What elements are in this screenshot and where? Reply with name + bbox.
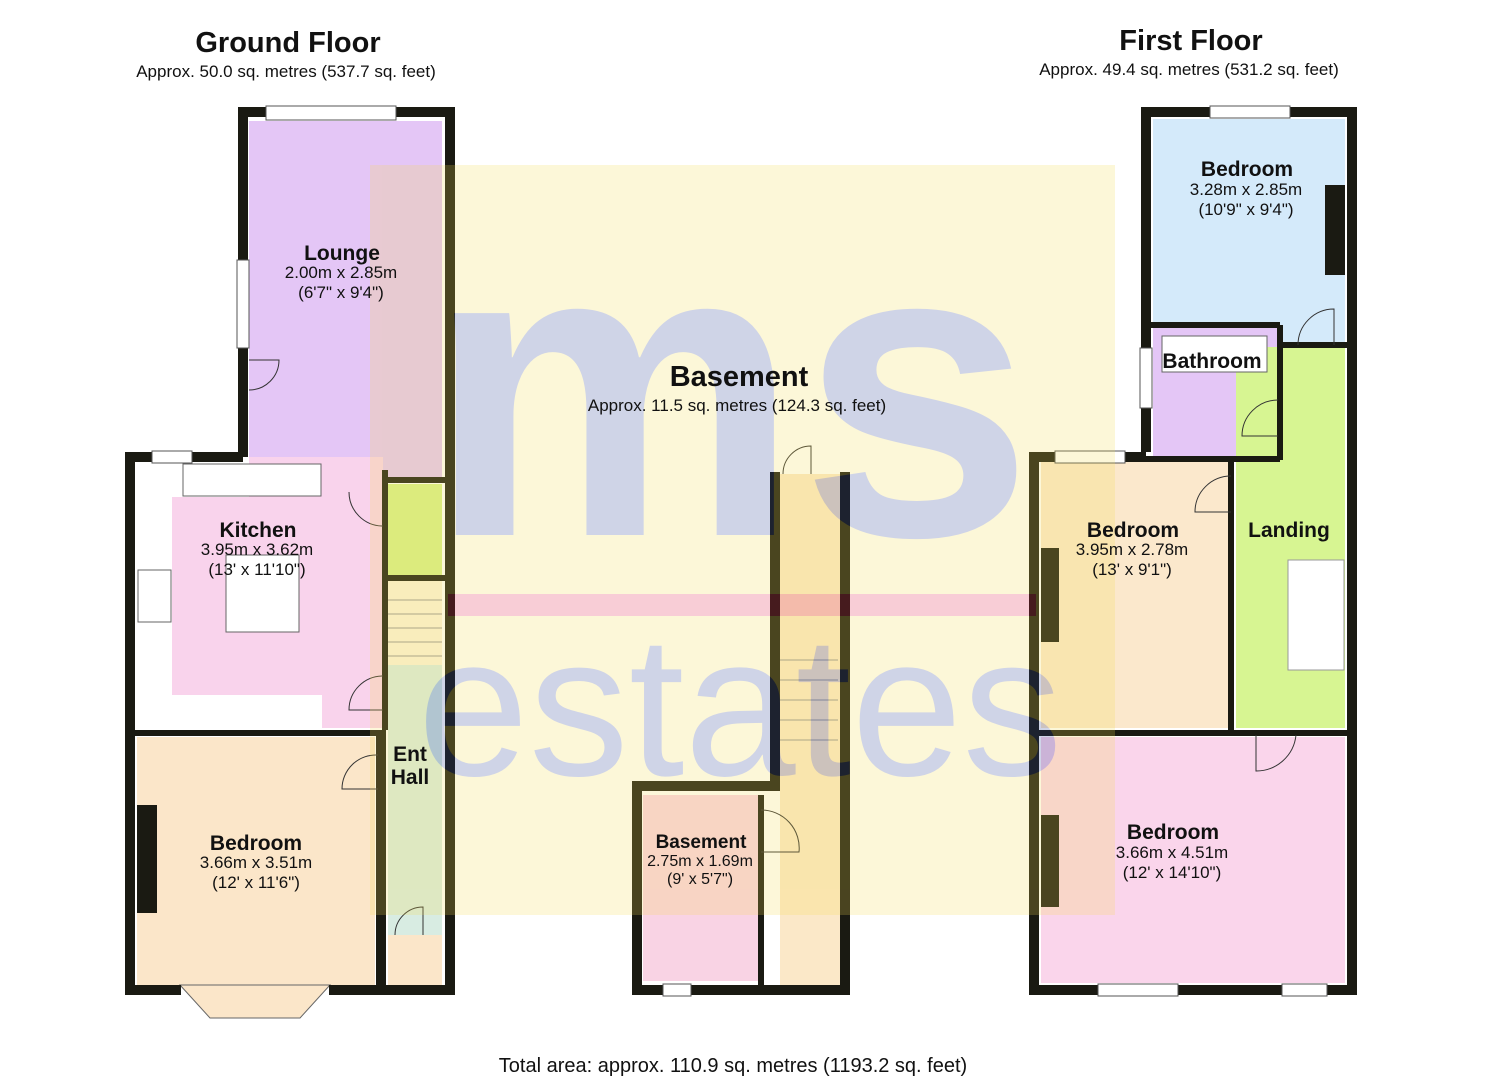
bath	[1161, 335, 1268, 373]
bedroom-area	[137, 737, 375, 985]
window	[151, 450, 193, 464]
kitchen-island	[225, 554, 300, 633]
svg-text:3.66m x 4.51m: 3.66m x 4.51m	[1116, 843, 1228, 862]
hob	[137, 569, 172, 623]
room-name: Bedroom	[1087, 519, 1179, 542]
chimney-breast	[1325, 185, 1345, 275]
svg-text:(10'9" x 9'4"): (10'9" x 9'4")	[1198, 200, 1293, 219]
chimney-breast	[137, 805, 157, 913]
first-floor-area: Approx. 49.4 sq. metres (531.2 sq. feet)	[1039, 60, 1339, 79]
svg-text:(12' x 14'10"): (12' x 14'10")	[1123, 863, 1222, 882]
room-name: Bathroom	[1162, 350, 1261, 373]
door	[348, 675, 384, 711]
room-name: Kitchen	[219, 519, 296, 542]
ground-floor-title: Ground Floor	[195, 27, 380, 59]
svg-text:2.75m x 1.69m: 2.75m x 1.69m	[647, 853, 753, 870]
svg-text:(9' x 5'7"): (9' x 5'7")	[667, 871, 733, 888]
window	[236, 259, 250, 349]
ground-floor	[125, 105, 455, 1019]
stair-treads	[388, 599, 442, 657]
room-name: Ent	[393, 743, 427, 766]
ent-hall-area	[388, 665, 442, 935]
room-name: Bedroom	[210, 832, 302, 855]
lounge-area	[249, 121, 442, 477]
room-name: Bedroom	[1201, 158, 1293, 181]
svg-text:2.00m x 2.85m: 2.00m x 2.85m	[285, 263, 397, 282]
room-name: Landing	[1248, 519, 1330, 542]
chimney-breast	[1041, 548, 1059, 642]
door	[760, 809, 800, 853]
basement-corridor	[780, 474, 842, 990]
basement-floor	[632, 445, 850, 997]
ground-floor-area: Approx. 50.0 sq. metres (537.7 sq. feet)	[136, 62, 436, 81]
stair-treads	[780, 659, 838, 741]
bedroom-2-area	[1041, 462, 1229, 728]
sink-counter	[182, 463, 322, 497]
door	[248, 359, 280, 391]
svg-text:3.95m x 2.78m: 3.95m x 2.78m	[1076, 540, 1188, 559]
room-name: Lounge	[304, 242, 380, 265]
svg-text:Hall: Hall	[391, 766, 430, 789]
landing-stairs	[1287, 559, 1345, 671]
basement-area: Approx. 11.5 sq. metres (124.3 sq. feet)	[588, 396, 886, 415]
basement-room-area	[643, 795, 758, 981]
first-floor	[1029, 105, 1357, 997]
svg-text:estates: estates	[418, 595, 1063, 818]
door	[782, 445, 812, 475]
chimney-breast	[1041, 815, 1059, 907]
watermark: ms estates	[370, 156, 1115, 915]
door	[348, 491, 384, 527]
bedroom-1-area	[1153, 119, 1345, 347]
room-name: Basement	[656, 832, 747, 853]
svg-text:(12' x 11'6"): (12' x 11'6")	[212, 873, 300, 892]
porch-area	[388, 935, 442, 990]
store-area	[388, 484, 442, 578]
svg-text:(6'7" x 9'4"): (6'7" x 9'4")	[298, 283, 384, 302]
svg-text:3.28m x 2.85m: 3.28m x 2.85m	[1190, 180, 1302, 199]
stairs	[388, 578, 442, 665]
door	[341, 754, 379, 790]
room-name: Bedroom	[1127, 821, 1219, 844]
window	[265, 105, 397, 121]
svg-text:3.95m x 3.62m: 3.95m x 3.62m	[201, 540, 313, 559]
svg-text:3.66m x 3.51m: 3.66m x 3.51m	[200, 853, 312, 872]
bedroom-3-area	[1041, 737, 1345, 983]
basement-title: Basement	[670, 361, 809, 393]
total-area: Total area: approx. 110.9 sq. metres (11…	[499, 1055, 967, 1077]
svg-text:ms: ms	[426, 156, 1033, 625]
svg-text:(13' x 11'10"): (13' x 11'10")	[208, 560, 305, 579]
first-floor-title: First Floor	[1119, 25, 1262, 57]
door	[394, 906, 424, 936]
svg-text:(13' x 9'1"): (13' x 9'1")	[1092, 560, 1172, 579]
